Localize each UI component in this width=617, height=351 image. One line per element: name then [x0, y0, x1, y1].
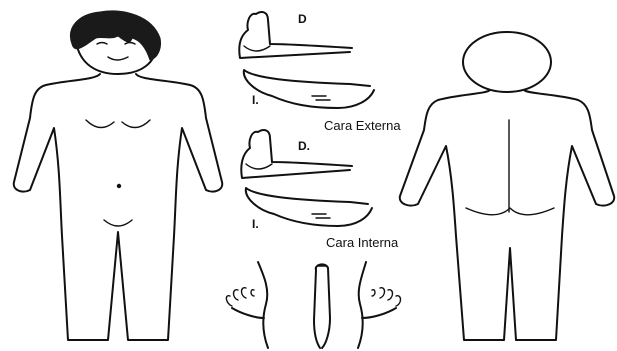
caption-external: Cara Externa: [324, 118, 401, 133]
front-hair: [70, 11, 160, 60]
foot-external-left: [244, 70, 374, 108]
foot-plantar-right: [358, 262, 396, 348]
front-body-outline: [14, 74, 223, 340]
foot-plantar-right-toes: [372, 288, 401, 306]
label-foot-mid-left: I.: [252, 217, 259, 231]
foot-internal-left: [246, 188, 372, 226]
label-foot-top-right: D: [298, 12, 307, 26]
feet-external-view: D I. Cara Externa: [239, 12, 401, 133]
front-eye-left: [97, 43, 107, 45]
foot-internal-right-heel: [246, 164, 272, 169]
back-buttocks: [466, 208, 554, 215]
foot-internal-right: [241, 130, 352, 178]
back-head: [463, 32, 551, 92]
front-chest-right: [122, 120, 150, 128]
back-body-figure: [400, 32, 614, 340]
back-body-outline: [400, 90, 614, 340]
label-foot-mid-right: D.: [298, 139, 310, 153]
foot-plantar-left: [232, 262, 268, 348]
front-eye-right: [125, 43, 135, 45]
caption-internal: Cara Interna: [326, 235, 399, 250]
foot-plantar-left-toes: [226, 288, 254, 306]
front-body-figure: [14, 11, 223, 340]
front-navel: [117, 184, 121, 188]
feet-plantar-view: [226, 262, 400, 348]
front-groin: [104, 220, 132, 226]
front-chest-left: [86, 120, 114, 128]
foot-plantar-center: [314, 264, 330, 348]
foot-internal-left-toes: [312, 214, 330, 218]
foot-external-left-toes: [312, 96, 330, 100]
label-foot-top-left: I.: [252, 93, 259, 107]
foot-external-right-heel: [244, 46, 270, 51]
front-mouth: [108, 57, 128, 60]
feet-internal-view: D. I. Cara Interna: [241, 130, 399, 250]
